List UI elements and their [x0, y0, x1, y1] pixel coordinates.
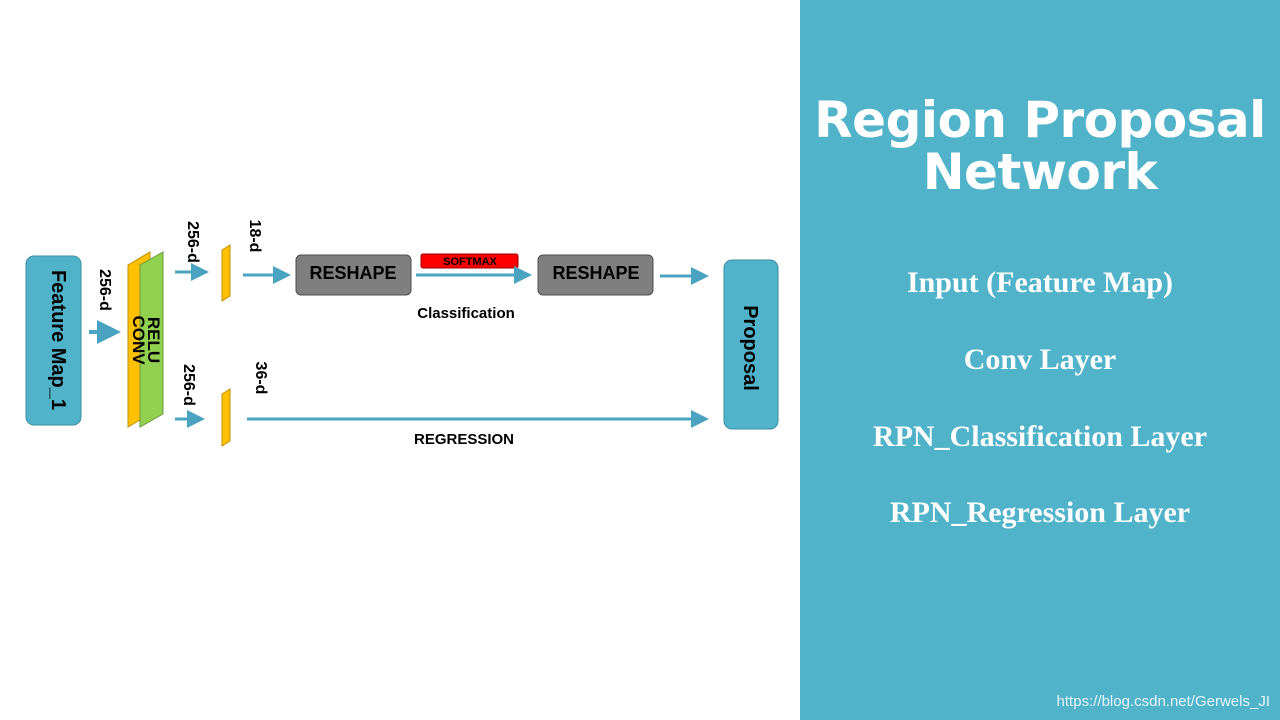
panel-title-line-2: Network: [922, 143, 1158, 201]
softmax-label: SOFTMAX: [443, 256, 497, 268]
feature-map-label: Feature Map_1: [47, 270, 69, 410]
panel-item-classification: RPN_Classification Layer: [872, 420, 1208, 453]
reg-conv-block: [221, 388, 231, 447]
panel-title-line-1: Region Proposal: [814, 91, 1266, 149]
dim-reg-in-label: 256-d: [180, 364, 197, 406]
panel-title: Region Proposal Network: [800, 94, 1280, 198]
feature-map-block: [25, 255, 82, 426]
summary-panel: Region Proposal Network Input (Feature M…: [800, 0, 1280, 720]
proposal-label: Proposal: [739, 305, 761, 391]
dim-reg-out-label: 36-d: [252, 362, 269, 395]
panel-item-input: Input (Feature Map): [906, 266, 1174, 299]
dim-input-label: 256-d: [96, 269, 113, 311]
panel-item-conv: Conv Layer: [963, 343, 1117, 376]
classification-label: Classification: [417, 305, 515, 322]
reshape-label-2: RESHAPE: [552, 263, 639, 283]
dim-cls-in-label: 256-d: [184, 221, 201, 263]
panel-item-regression: RPN_Regression Layer: [889, 496, 1191, 529]
relu-block-green: [139, 251, 164, 428]
rpn-diagram: Feature Map_1 256-d CONV RELU 256-d 18-d…: [25, 220, 779, 448]
reshape-block-1: [295, 254, 412, 296]
dim-cls-out-label: 18-d: [246, 220, 263, 253]
watermark: https://blog.csdn.net/Gerwels_JI: [1056, 693, 1270, 710]
proposal-block: [723, 259, 779, 430]
reshape-block-2: [537, 254, 654, 296]
regression-label: REGRESSION: [414, 431, 514, 448]
relu-label: RELU: [144, 317, 163, 363]
cls-conv-block: [221, 244, 231, 302]
softmax-box: [420, 253, 519, 269]
conv-label: CONV: [129, 315, 148, 365]
reshape-label-1: RESHAPE: [309, 263, 396, 283]
